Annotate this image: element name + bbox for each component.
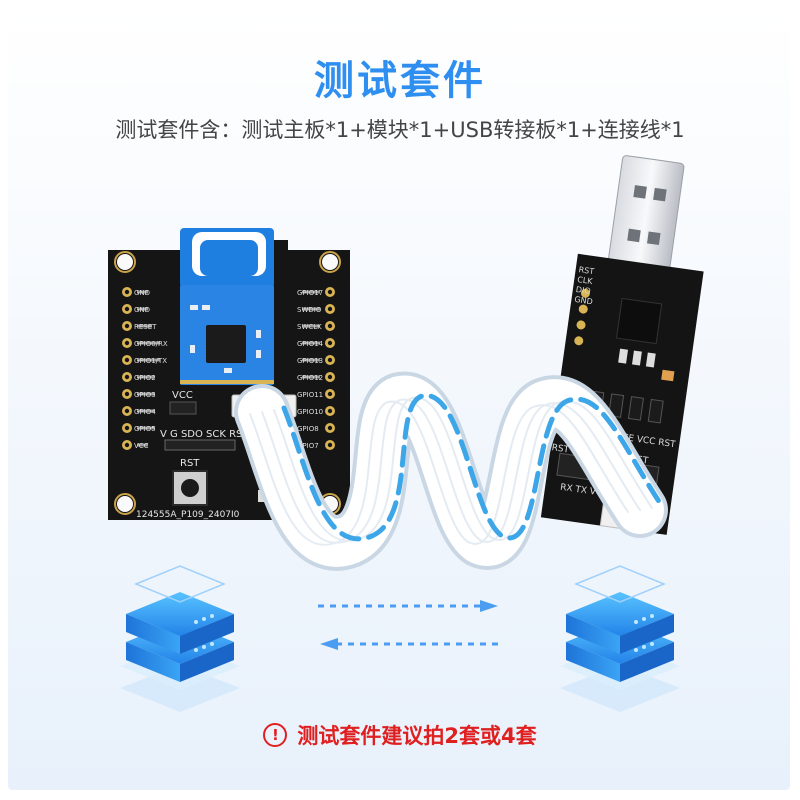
- svg-text:124555A_P109_2407I0: 124555A_P109_2407I0: [136, 510, 240, 520]
- svg-text:V G SDO SCK RST: V G SDO SCK RST: [160, 429, 249, 440]
- svg-text:GND: GND: [134, 289, 150, 297]
- svg-text:GPIO14: GPIO14: [297, 340, 324, 348]
- connecting-cable: [234, 371, 668, 571]
- svg-text:GND: GND: [574, 295, 593, 306]
- svg-text:GPIO0/RX: GPIO0/RX: [134, 340, 168, 348]
- svg-text:GPIO5: GPIO5: [134, 425, 156, 433]
- svg-text:RST: RST: [180, 458, 200, 469]
- svg-text:DIO: DIO: [575, 285, 591, 296]
- svg-text:GND: GND: [134, 306, 150, 314]
- svg-text:SWCLK: SWCLK: [297, 323, 322, 331]
- arrow-left-icon: [320, 638, 500, 650]
- page-title: 测试套件: [314, 58, 486, 104]
- svg-text:SWDIO: SWDIO: [297, 306, 322, 314]
- server-icon-left: [120, 565, 240, 712]
- kit-contents-text: 测试套件含：测试主板*1+模块*1+USB转接板*1+连接线*1: [115, 118, 685, 142]
- svg-text:GPIO10: GPIO10: [297, 408, 323, 416]
- svg-text:GPIO1/TX: GPIO1/TX: [134, 357, 167, 365]
- arrow-right-icon: [318, 600, 498, 612]
- svg-text:RESET: RESET: [134, 323, 157, 331]
- svg-text:CLK: CLK: [577, 275, 594, 286]
- svg-text:GPIO4: GPIO4: [134, 408, 156, 416]
- svg-text:GPIO17: GPIO17: [297, 289, 323, 297]
- warning-icon: !: [263, 723, 288, 747]
- svg-text:VCC: VCC: [172, 390, 193, 401]
- svg-text:GPIO8: GPIO8: [297, 425, 319, 433]
- svg-text:GPIO12: GPIO12: [297, 374, 323, 382]
- svg-text:VCC: VCC: [134, 442, 149, 450]
- warning-note: ! 测试套件建议拍2套或4套: [0, 720, 800, 750]
- svg-text:RST: RST: [578, 265, 595, 276]
- server-icon-right: [560, 565, 680, 712]
- svg-text:GPIO2: GPIO2: [134, 374, 156, 382]
- warning-text: 测试套件建议拍2套或4套: [297, 724, 537, 748]
- svg-text:GPIO11: GPIO11: [297, 391, 323, 399]
- svg-text:GPIO13: GPIO13: [297, 357, 323, 365]
- svg-text:GPIO7: GPIO7: [297, 442, 319, 450]
- svg-text:GPIO3: GPIO3: [134, 391, 156, 399]
